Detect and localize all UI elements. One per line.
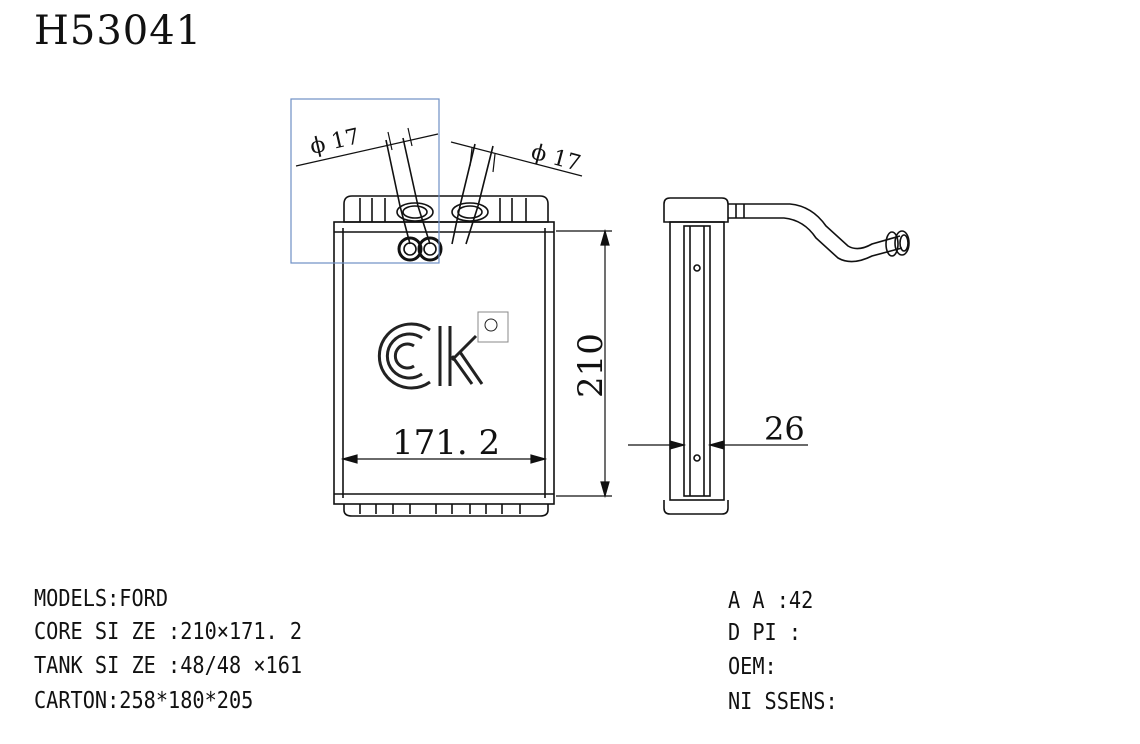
spec-core-size: CORE SI ZE :210×171. 2 (34, 619, 303, 645)
spec-carton: CARTON:258*180*205 (34, 688, 254, 714)
spec-oem: OEM: (728, 654, 777, 680)
spec-models: MODELS:FORD (34, 586, 169, 612)
spec-aa: A A :42 (728, 588, 814, 614)
part-number-title: H53041 (34, 8, 203, 54)
spec-dpi: D PI : (728, 620, 802, 646)
pipe-diameter-left-label: ϕ 17 (308, 124, 362, 160)
depth-dimension (628, 440, 808, 450)
width-dimension (340, 454, 548, 464)
pipe-end-left (397, 236, 423, 262)
height-label: 210 (571, 333, 611, 398)
detail-highlight-box (290, 98, 440, 264)
ck-logo (377, 311, 509, 390)
spec-tank-size: TANK SI ZE :48/48 ×161 (34, 653, 303, 679)
front-view (290, 98, 583, 517)
pipe-end-right (417, 236, 443, 262)
pipe-right (459, 143, 494, 207)
height-dimension (556, 228, 612, 499)
side-view (663, 197, 910, 515)
pipe-left (385, 137, 419, 207)
bottom-tank (343, 504, 549, 517)
side-pipe (728, 203, 901, 250)
core (333, 221, 555, 505)
top-tank (343, 195, 549, 223)
heater-core-drawing: ϕ 17 ϕ 17 210 171. 2 26 (290, 98, 910, 517)
pipe-diameter-right-label: ϕ 17 (528, 140, 583, 177)
width-label: 171. 2 (392, 423, 500, 463)
spec-nissens: NI SSENS: (728, 689, 838, 715)
depth-label: 26 (764, 410, 805, 448)
